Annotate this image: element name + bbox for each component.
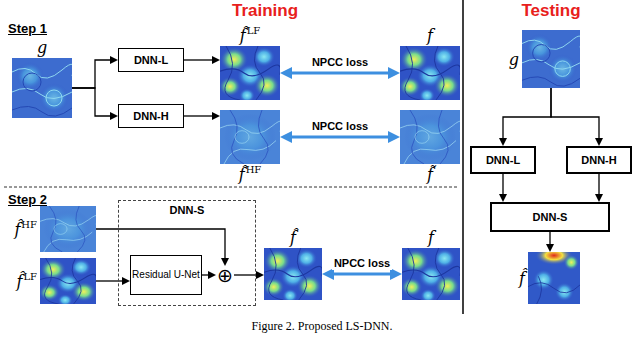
- flow-arrow: [502, 174, 503, 198]
- symbol-label: f: [427, 26, 433, 45]
- sum-symbol: ⊕: [216, 266, 234, 284]
- figure-caption: Figure 2. Proposed LS-DNN.: [252, 319, 393, 334]
- image-label: f̂: [519, 269, 525, 288]
- edge-label: NPCC loss: [332, 257, 392, 270]
- heatmap-image: [220, 110, 282, 164]
- heatmap-image: [399, 46, 461, 103]
- flow-arrow: [551, 88, 599, 142]
- network-box: DNN-L: [470, 146, 536, 174]
- flow-arrow: [202, 274, 212, 275]
- heatmap-image: [219, 46, 281, 103]
- image-label: f: [428, 228, 434, 247]
- input-image: g: [522, 30, 580, 88]
- panel-title: Testing: [521, 1, 580, 21]
- image-label: f̂HF: [14, 220, 37, 239]
- symbol-label: f: [428, 228, 434, 247]
- network-box: DNN-L: [118, 48, 184, 72]
- heatmap-image: [400, 110, 462, 164]
- box-text: DNN-L: [134, 54, 168, 67]
- heatmap-image: [39, 258, 96, 306]
- input-image: g: [12, 58, 72, 118]
- superscript-label: HF: [21, 219, 37, 230]
- superscript-label: LF: [23, 271, 37, 282]
- flow-arrow: [184, 59, 216, 60]
- input-image: f̂LF: [40, 258, 96, 304]
- flow-arrow: [184, 115, 216, 116]
- heatmap-image: [401, 248, 460, 303]
- network-box: DNN-H: [118, 104, 184, 128]
- step-divider: [4, 187, 458, 188]
- image-label: f̂LF: [240, 26, 261, 45]
- loss-arrow: [288, 72, 392, 75]
- heatmap-image: [263, 248, 322, 303]
- symbol-label: f̃: [427, 165, 433, 184]
- image-label: f̂: [290, 228, 296, 247]
- output-image: f̂HF: [220, 110, 280, 164]
- box-text: DNN-L: [486, 154, 520, 167]
- edge-label: NPCC loss: [310, 56, 370, 69]
- loss-arrow: [330, 273, 394, 276]
- box-text: DNN-H: [581, 154, 616, 167]
- target-image: f̃: [400, 110, 460, 164]
- symbol-label: f̂: [519, 269, 525, 288]
- flow-arrow: [549, 232, 550, 248]
- heatmap-image: [40, 206, 98, 252]
- process-box: Residual U-Net: [130, 255, 202, 295]
- output-image: f̂: [528, 252, 580, 304]
- image-label: f̂LF: [16, 272, 37, 291]
- symbol-label: g: [37, 38, 47, 57]
- edge-label: NPCC loss: [310, 120, 370, 133]
- flow-arrow: [598, 174, 599, 198]
- step-heading: Step 2: [8, 192, 47, 207]
- superscript-label: LF: [247, 25, 261, 36]
- symbol-label: g: [509, 50, 519, 69]
- output-image: f̂LF: [220, 46, 280, 100]
- image-label: g: [509, 50, 519, 69]
- network-box: DNN-S: [490, 202, 610, 232]
- panel-divider: [462, 0, 464, 314]
- group-heading: DNN-S: [119, 204, 255, 216]
- box-text: DNN-H: [133, 110, 168, 123]
- heatmap-image: [12, 58, 74, 118]
- output-image: f̂: [264, 248, 322, 300]
- input-image: f̂HF: [40, 206, 96, 252]
- network-group: DNN-S Residual U-Net ⊕: [118, 200, 256, 306]
- symbol-label: f̂: [240, 26, 246, 45]
- sum-glyph: ⊕: [217, 266, 233, 284]
- heatmap-image: [522, 30, 582, 88]
- heatmap-image: [528, 246, 580, 304]
- image-label: f: [427, 26, 433, 45]
- flow-arrow: [72, 88, 114, 116]
- loss-arrow: [288, 136, 392, 139]
- network-box: DNN-H: [566, 146, 632, 174]
- box-text: DNN-S: [533, 211, 568, 224]
- image-label: g: [37, 38, 47, 57]
- flow-arrow: [503, 88, 551, 142]
- target-image: f: [400, 46, 460, 100]
- symbol-label: f̂: [239, 165, 245, 184]
- symbol-label: f̂: [14, 220, 20, 239]
- box-text: Residual U-Net: [132, 269, 200, 281]
- panel-title: Training: [232, 1, 298, 21]
- symbol-label: f̂: [290, 228, 296, 247]
- flow-arrow: [234, 274, 260, 275]
- flow-arrow: [96, 280, 126, 281]
- superscript-label: HF: [246, 164, 262, 175]
- flow-arrow: [72, 60, 114, 88]
- target-image: f: [402, 248, 460, 300]
- image-label: f̂HF: [239, 165, 262, 184]
- image-label: f̃: [427, 165, 433, 184]
- step-heading: Step 1: [8, 21, 47, 36]
- symbol-label: f̂: [16, 272, 22, 291]
